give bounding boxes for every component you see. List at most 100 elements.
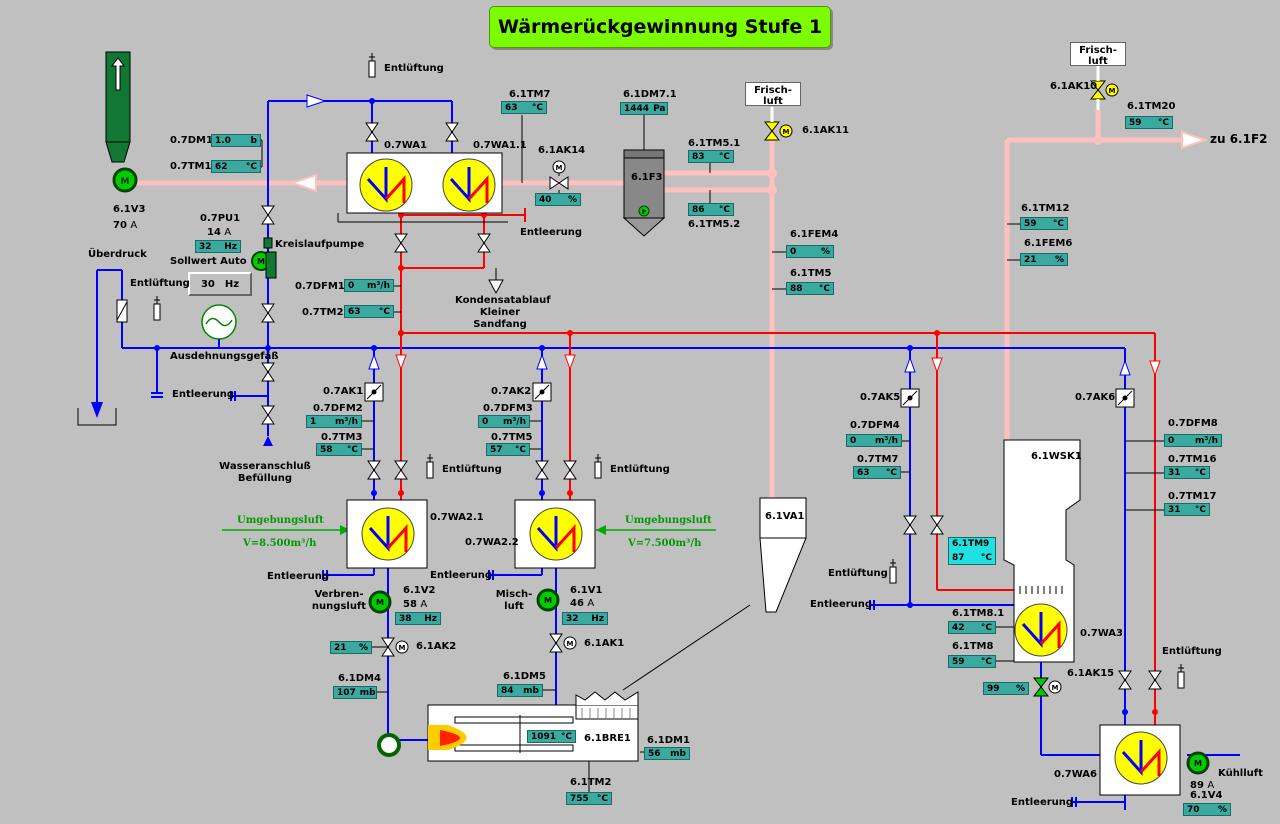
label-ak11: 6.1AK11	[802, 125, 850, 136]
value-tm5b: 57°C	[486, 443, 530, 456]
label-tm17: 0.7TM17	[1168, 491, 1217, 502]
label-tm12: 6.1TM12	[1021, 203, 1070, 214]
label-entleer1: Entleerung	[172, 389, 235, 400]
svg-text:M: M	[399, 644, 406, 652]
label-dfm4: 0.7DFM4	[850, 420, 900, 431]
exhaust-stack: M	[105, 51, 138, 193]
value-bre: 1091°C	[527, 730, 576, 743]
label-ak6: 0.7AK6	[1075, 392, 1116, 403]
label-wsk1: 6.1WSK1	[1031, 451, 1082, 462]
ambient-air-label-1: Umgebungsluft	[237, 515, 324, 526]
value-tm16: 31°C	[1164, 466, 1210, 479]
label-sollwert: Sollwert Auto	[170, 256, 247, 267]
value-tm9: 6.1TM9 87°C	[948, 537, 996, 565]
label-entl6: Entlüftung	[1162, 646, 1222, 657]
value-v4pct: 70%	[1183, 803, 1231, 816]
value-tm8: 59°C	[948, 655, 996, 668]
fan-v2: M	[368, 590, 392, 614]
value-tm3: 58°C	[316, 443, 362, 456]
fresh-air-label-2: Frisch- luft	[1070, 42, 1126, 67]
label-ak14: 6.1AK14	[538, 145, 586, 156]
label-entleer4: Entleerung	[430, 570, 493, 581]
heat-exchanger-wsk1	[1003, 439, 1081, 663]
value-tm7b: 63°C	[853, 466, 901, 479]
setpoint-unit: Hz	[224, 278, 240, 290]
value-ak15: 99%	[983, 682, 1029, 695]
setpoint-input[interactable]: 30 Hz	[188, 272, 252, 296]
fresh-air-label-1: Frisch- luft	[745, 82, 801, 107]
label-pu1cur: 14 A	[207, 227, 232, 238]
setpoint-value: 30	[200, 278, 215, 290]
label-tm8: 6.1TM8	[952, 641, 994, 652]
label-entl3: Entlüftung	[442, 464, 502, 475]
ak14-valve: M	[549, 160, 569, 190]
value-tm52: 86°C	[688, 203, 734, 216]
value-tm2: 63°C	[344, 305, 394, 318]
heat-exchanger-wa1	[337, 152, 508, 223]
label-tm3: 0.7TM3	[321, 432, 363, 443]
label-tm2b: 6.1TM2	[570, 777, 612, 788]
label-dm1b: 6.1DM1	[647, 735, 690, 746]
value-tm81: 42°C	[948, 621, 996, 634]
label-tm20: 6.1TM20	[1127, 101, 1176, 112]
value-ak14: 40%	[535, 193, 581, 206]
label-ak1b: 6.1AK1	[584, 638, 625, 649]
label-ausdehn: Ausdehnungsgefäß	[170, 351, 279, 362]
label-tm1: 0.7TM1	[170, 161, 212, 172]
label-wa3: 0.7WA3	[1080, 628, 1123, 639]
label-kreis: Kreislaufpumpe	[275, 239, 365, 250]
label-kondens: Kondensatablauf Kleiner Sandfang	[455, 295, 551, 330]
fan-v4: M	[1186, 751, 1210, 775]
label-wasser: Wasseranschluß Befüllung	[219, 461, 311, 484]
label-dfm1: 0.7DFM1	[295, 281, 345, 292]
svg-text:M: M	[783, 128, 790, 136]
label-tm16: 0.7TM16	[1168, 454, 1217, 465]
label-tm7b: 0.7TM7	[857, 454, 899, 465]
svg-text:M: M	[544, 596, 552, 605]
value-fem4: 0%	[786, 245, 834, 258]
fan-v1: M	[536, 588, 560, 612]
label-ak10: 6.1AK10	[1050, 81, 1098, 92]
svg-text:M: M	[556, 164, 563, 172]
label-ak5: 0.7AK5	[860, 392, 901, 403]
label-entleer5: Entleerung	[810, 599, 873, 610]
label-ak2: 0.7AK2	[491, 386, 532, 397]
label-f3: 6.1F3	[631, 172, 663, 183]
label-ak1: 0.7AK1	[323, 386, 364, 397]
value-tm12: 59°C	[1020, 217, 1068, 230]
volume-label-1: V=8.500m³/h	[243, 538, 317, 549]
value-ak2b: 21%	[330, 641, 372, 654]
label-v4cur: 89 A	[1190, 780, 1215, 791]
label-v1: 6.1V1	[570, 585, 603, 596]
label-tm7: 6.1TM7	[509, 89, 551, 100]
svg-text:M: M	[567, 640, 574, 648]
value-tm20: 59°C	[1125, 116, 1173, 129]
label-tm2: 0.7TM2	[302, 307, 344, 318]
label-va1: 6.1VA1	[765, 511, 805, 522]
label-entl5: Entlüftung	[828, 568, 888, 579]
value-tm5: 88°C	[786, 282, 834, 295]
page-title: Wärmerückgewinnung Stufe 1	[489, 6, 831, 48]
label-wa11: 0.7WA1.1	[473, 140, 527, 151]
label-v4: 6.1V4	[1190, 790, 1223, 801]
value-tm51: 83°C	[688, 150, 734, 163]
label-entl1: Entlüftung	[384, 63, 444, 74]
label-tm52: 6.1TM5.2	[688, 219, 741, 230]
value-tm17: 31°C	[1164, 503, 1210, 516]
label-misch: Misch- luft	[495, 589, 533, 612]
label-verbr: Verbren- nungsluft	[311, 589, 367, 612]
filter-f3: P	[622, 149, 666, 237]
label-fem4: 6.1FEM4	[790, 229, 839, 240]
svg-text:P: P	[642, 209, 647, 216]
label-fem6: 6.1FEM6	[1024, 238, 1073, 249]
svg-text:M: M	[1194, 759, 1202, 768]
